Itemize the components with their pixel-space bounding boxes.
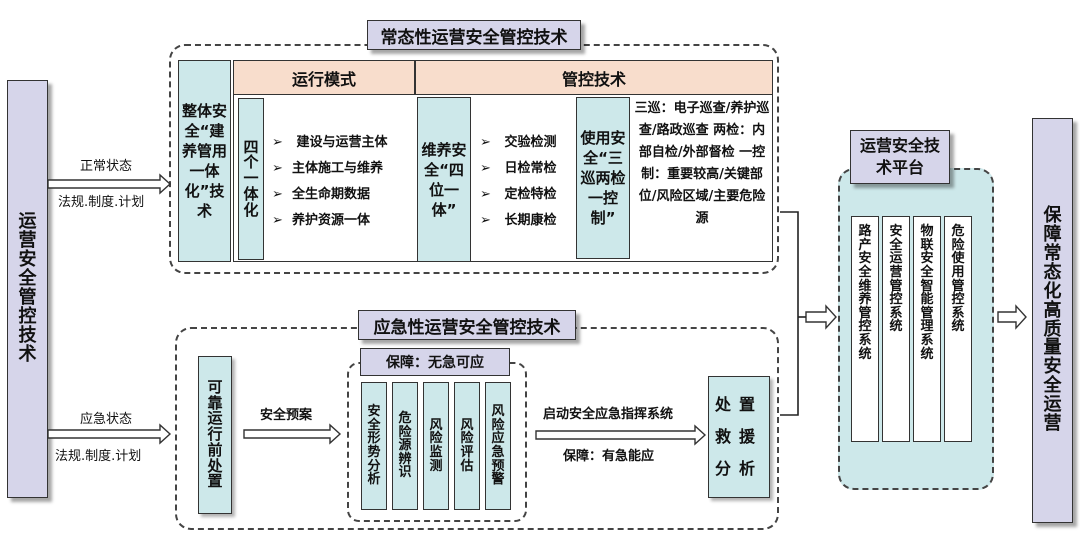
to-platform-arrow bbox=[805, 304, 837, 330]
mode-item: ➢ 全生命期数据 bbox=[272, 187, 370, 202]
emergency-control-title: 应急性运营安全管控技术 bbox=[358, 310, 576, 340]
mode-item: ➢ 养护资源一体 bbox=[272, 213, 370, 228]
merge-bracket bbox=[780, 211, 799, 416]
platform-system: 路产安全维养管控系统 bbox=[851, 216, 879, 442]
normal-state-sub: 法规.制度.计划 bbox=[58, 195, 145, 210]
right-box-guarantee-operation: 保障常态化高质量安全运营 bbox=[1032, 118, 1073, 523]
control-header: 管控技术 bbox=[415, 60, 773, 95]
normal-control-title: 常态性运营安全管控技术 bbox=[367, 20, 581, 50]
left-box-operation-safety-control: 运营安全管控技术 bbox=[7, 80, 48, 498]
guarantee-bottom: 保障：有急能应 bbox=[563, 449, 655, 464]
four-in-one-box: 四个一体化 bbox=[238, 98, 264, 260]
emergency-state-sub: 法规.制度.计划 bbox=[55, 449, 142, 464]
pre-disposal-box: 可靠运行前处置 bbox=[198, 356, 232, 514]
normal-state-label: 正常状态 bbox=[80, 159, 133, 174]
check-item: ➢ 长期康检 bbox=[480, 213, 557, 228]
to-goal-arrow bbox=[997, 304, 1027, 330]
plan-arrow bbox=[243, 423, 342, 445]
emergency-item: 危险源辨识 bbox=[392, 382, 418, 510]
command-arrow bbox=[535, 424, 707, 446]
command-label: 启动安全应急指挥系统 bbox=[543, 407, 674, 422]
mode-item: ➢ 建设与运营主体 bbox=[272, 135, 388, 150]
check-item: ➢ 日检常检 bbox=[480, 161, 557, 176]
emergency-item: 安全形势分析 bbox=[361, 382, 387, 510]
platform-system: 危险使用管控系统 bbox=[944, 216, 972, 442]
check-item: ➢ 定检特检 bbox=[480, 187, 557, 202]
plan-label: 安全预案 bbox=[260, 408, 313, 423]
emergency-items: 安全形势分析 危险源辨识 风险监测 风险评估 风险应急预警 bbox=[357, 382, 519, 512]
check-list: ➢ 交验检测 ➢ 日检常检 ➢ 定检特检 ➢ 长期康检 bbox=[480, 130, 575, 234]
overall-integration-box: 整体安全“建养管用一体化”技术 bbox=[178, 60, 231, 262]
maint-four-box: 维养安全“四位一体” bbox=[417, 97, 471, 262]
normal-state-arrow bbox=[47, 173, 172, 195]
rescue-box: 处置救援分析 bbox=[708, 376, 770, 498]
emergency-state-arrow bbox=[47, 423, 172, 445]
check-item: ➢ 交验检测 bbox=[480, 135, 557, 150]
platform-system: 安全运营管控系统 bbox=[882, 216, 910, 442]
platform-title: 运营安全技术平台 bbox=[850, 130, 950, 184]
emergency-state-label: 应急状态 bbox=[80, 412, 133, 427]
mode-header: 运行模式 bbox=[233, 60, 415, 95]
emergency-item: 风险应急预警 bbox=[485, 382, 511, 510]
mode-item: ➢ 主体施工与维养 bbox=[272, 161, 383, 176]
emergency-item: 风险监测 bbox=[423, 382, 449, 510]
emergency-item: 风险评估 bbox=[454, 382, 480, 510]
mode-list: ➢ 建设与运营主体 ➢ 主体施工与维养 ➢ 全生命期数据 ➢ 养护资源一体 bbox=[272, 130, 412, 234]
patrol-text: 三巡：电子巡查/养护巡查/路政巡查 两检：内部自检/外部督检 一控制：重要较高/… bbox=[634, 101, 770, 226]
three-patrol-box: 使用安全“三巡两检一控制” bbox=[576, 97, 630, 259]
platform-system: 物联安全智能管理系统 bbox=[913, 216, 941, 442]
guarantee-top: 保障：无急可应 bbox=[360, 348, 510, 376]
